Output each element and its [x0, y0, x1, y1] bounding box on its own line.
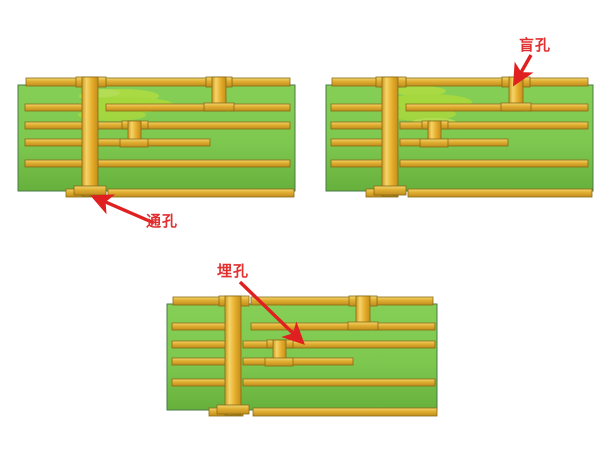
inner-layer-3 — [24, 138, 211, 147]
buried-via-label: 埋孔 — [217, 262, 250, 280]
blind-via — [347, 295, 379, 331]
through-hole-label: 通孔 — [146, 212, 179, 230]
top-surface-copper-layer — [331, 77, 589, 87]
blind-via-diagram — [325, 76, 594, 198]
blind-via-label: 盲孔 — [519, 36, 552, 54]
inner-layer-2 — [330, 121, 589, 130]
inner-layer-4 — [24, 159, 291, 168]
inner-layer-3 — [330, 138, 509, 147]
through-hole-via — [373, 76, 407, 197]
through-hole-callout-arrow — [90, 194, 155, 225]
inner-layer-2 — [24, 121, 291, 130]
blind-via — [203, 76, 235, 112]
buried-via-callout-arrow — [238, 280, 305, 345]
buried-via — [119, 120, 149, 148]
buried-via — [419, 120, 449, 148]
inner-layer-4 — [171, 378, 436, 387]
inner-layer-1 — [330, 103, 589, 112]
blind-via-callout-arrow — [512, 54, 534, 87]
buried-via — [264, 339, 294, 367]
through-hole-via — [216, 295, 250, 416]
inner-layer-1 — [24, 103, 291, 112]
top-surface-copper-layer — [25, 77, 291, 87]
through-hole-via-diagram — [17, 76, 296, 198]
through-hole-via — [73, 76, 107, 197]
inner-layer-4 — [330, 159, 589, 168]
inner-layer-3 — [171, 357, 354, 366]
